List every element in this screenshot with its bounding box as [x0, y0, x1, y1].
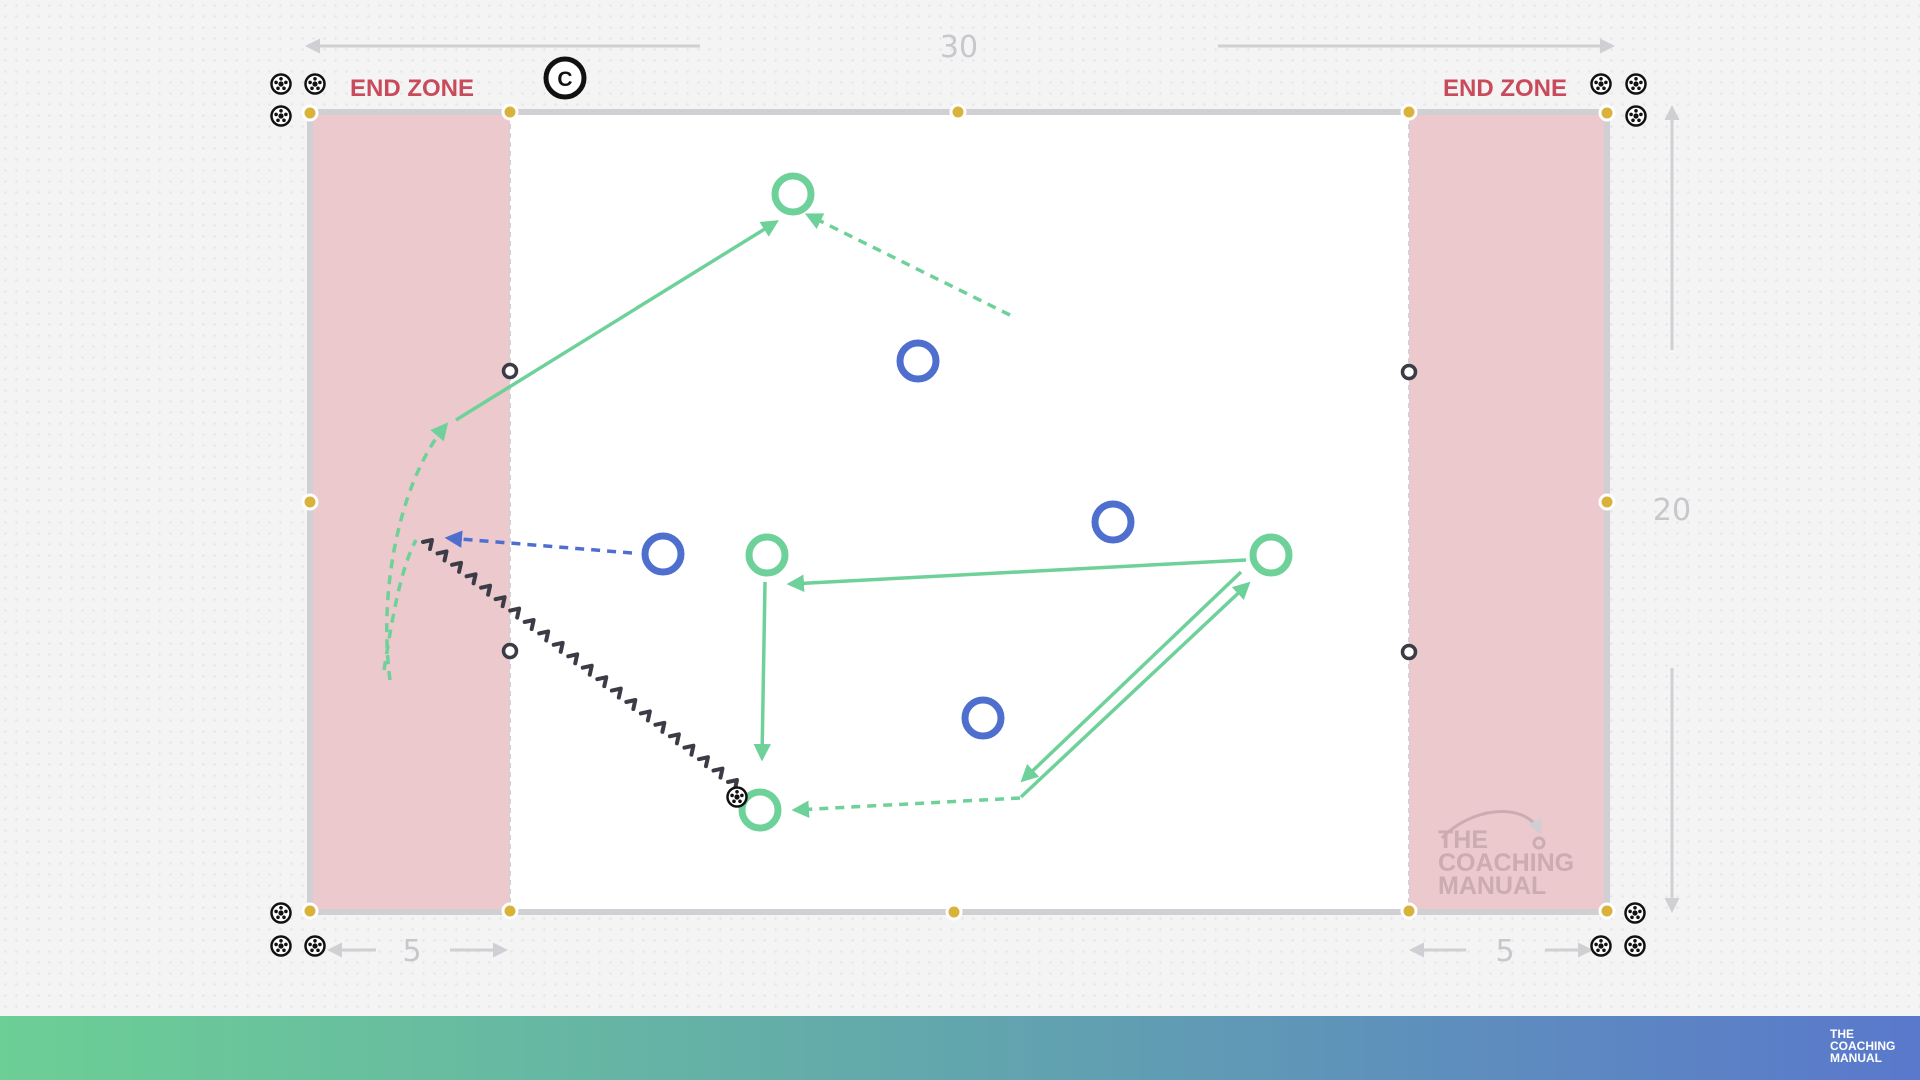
defenders: [641, 339, 1135, 740]
movement-lines: [382, 213, 1251, 818]
footer-logo-line1: THE: [1830, 1027, 1854, 1041]
attacker-top: [771, 172, 815, 216]
dimension-width-label: 20: [1653, 493, 1691, 528]
coach-marker: C: [543, 56, 587, 100]
dribble-line: [421, 538, 739, 791]
run-line-end-zone-outer: [385, 422, 449, 681]
coach-marker-label: C: [557, 68, 572, 91]
wall-pass-line-up: [1019, 581, 1251, 799]
end-zone-right-label: END ZONE: [1443, 75, 1567, 102]
attacker-bottom: [738, 788, 782, 832]
ball-in-play: [726, 786, 748, 808]
footer-logo-line2: COACHING: [1830, 1039, 1896, 1053]
run-line-to-bottom-player: [791, 796, 1021, 818]
boundary-cones: [301, 103, 1616, 921]
dimension-end-right-label: 5: [1495, 934, 1514, 969]
defender-top: [896, 339, 940, 383]
defender-right: [1091, 500, 1135, 544]
end-zone-left: [313, 115, 510, 909]
watermark-logo: THE COACHING MANUAL: [1438, 810, 1574, 900]
watermark-line3: MANUAL: [1438, 872, 1546, 900]
wall-pass-line-down: [1020, 570, 1243, 783]
zone-cones: [501, 362, 1418, 661]
defender-bottom: [961, 696, 1005, 740]
end-zone-right: [1409, 115, 1604, 909]
dimension-length-label: 30: [940, 30, 978, 65]
attacker-right: [1249, 533, 1293, 577]
watermark-line2: COACHING: [1438, 849, 1574, 877]
pass-line-middle-to-bottom: [753, 581, 771, 762]
footer-logo-line3: MANUAL: [1830, 1051, 1882, 1065]
defender-left: [641, 532, 685, 576]
pass-line-to-top-player: [455, 220, 779, 422]
watermark-line1: THE: [1438, 826, 1488, 854]
footer-gradient-bar: THE COACHING MANUAL: [0, 1016, 1920, 1080]
end-zone-left-label: END ZONE: [350, 75, 474, 102]
run-line-to-top-player: [804, 213, 1011, 317]
attacker-middle: [745, 533, 789, 577]
pitch-area: [307, 109, 1610, 915]
run-line-end-zone-inner: [382, 539, 418, 671]
dimension-end-left-label: 5: [402, 934, 421, 969]
footer-logo: THE COACHING MANUAL: [1830, 1028, 1908, 1064]
pass-line-right-to-middle: [786, 558, 1247, 593]
attackers: [738, 172, 1293, 832]
